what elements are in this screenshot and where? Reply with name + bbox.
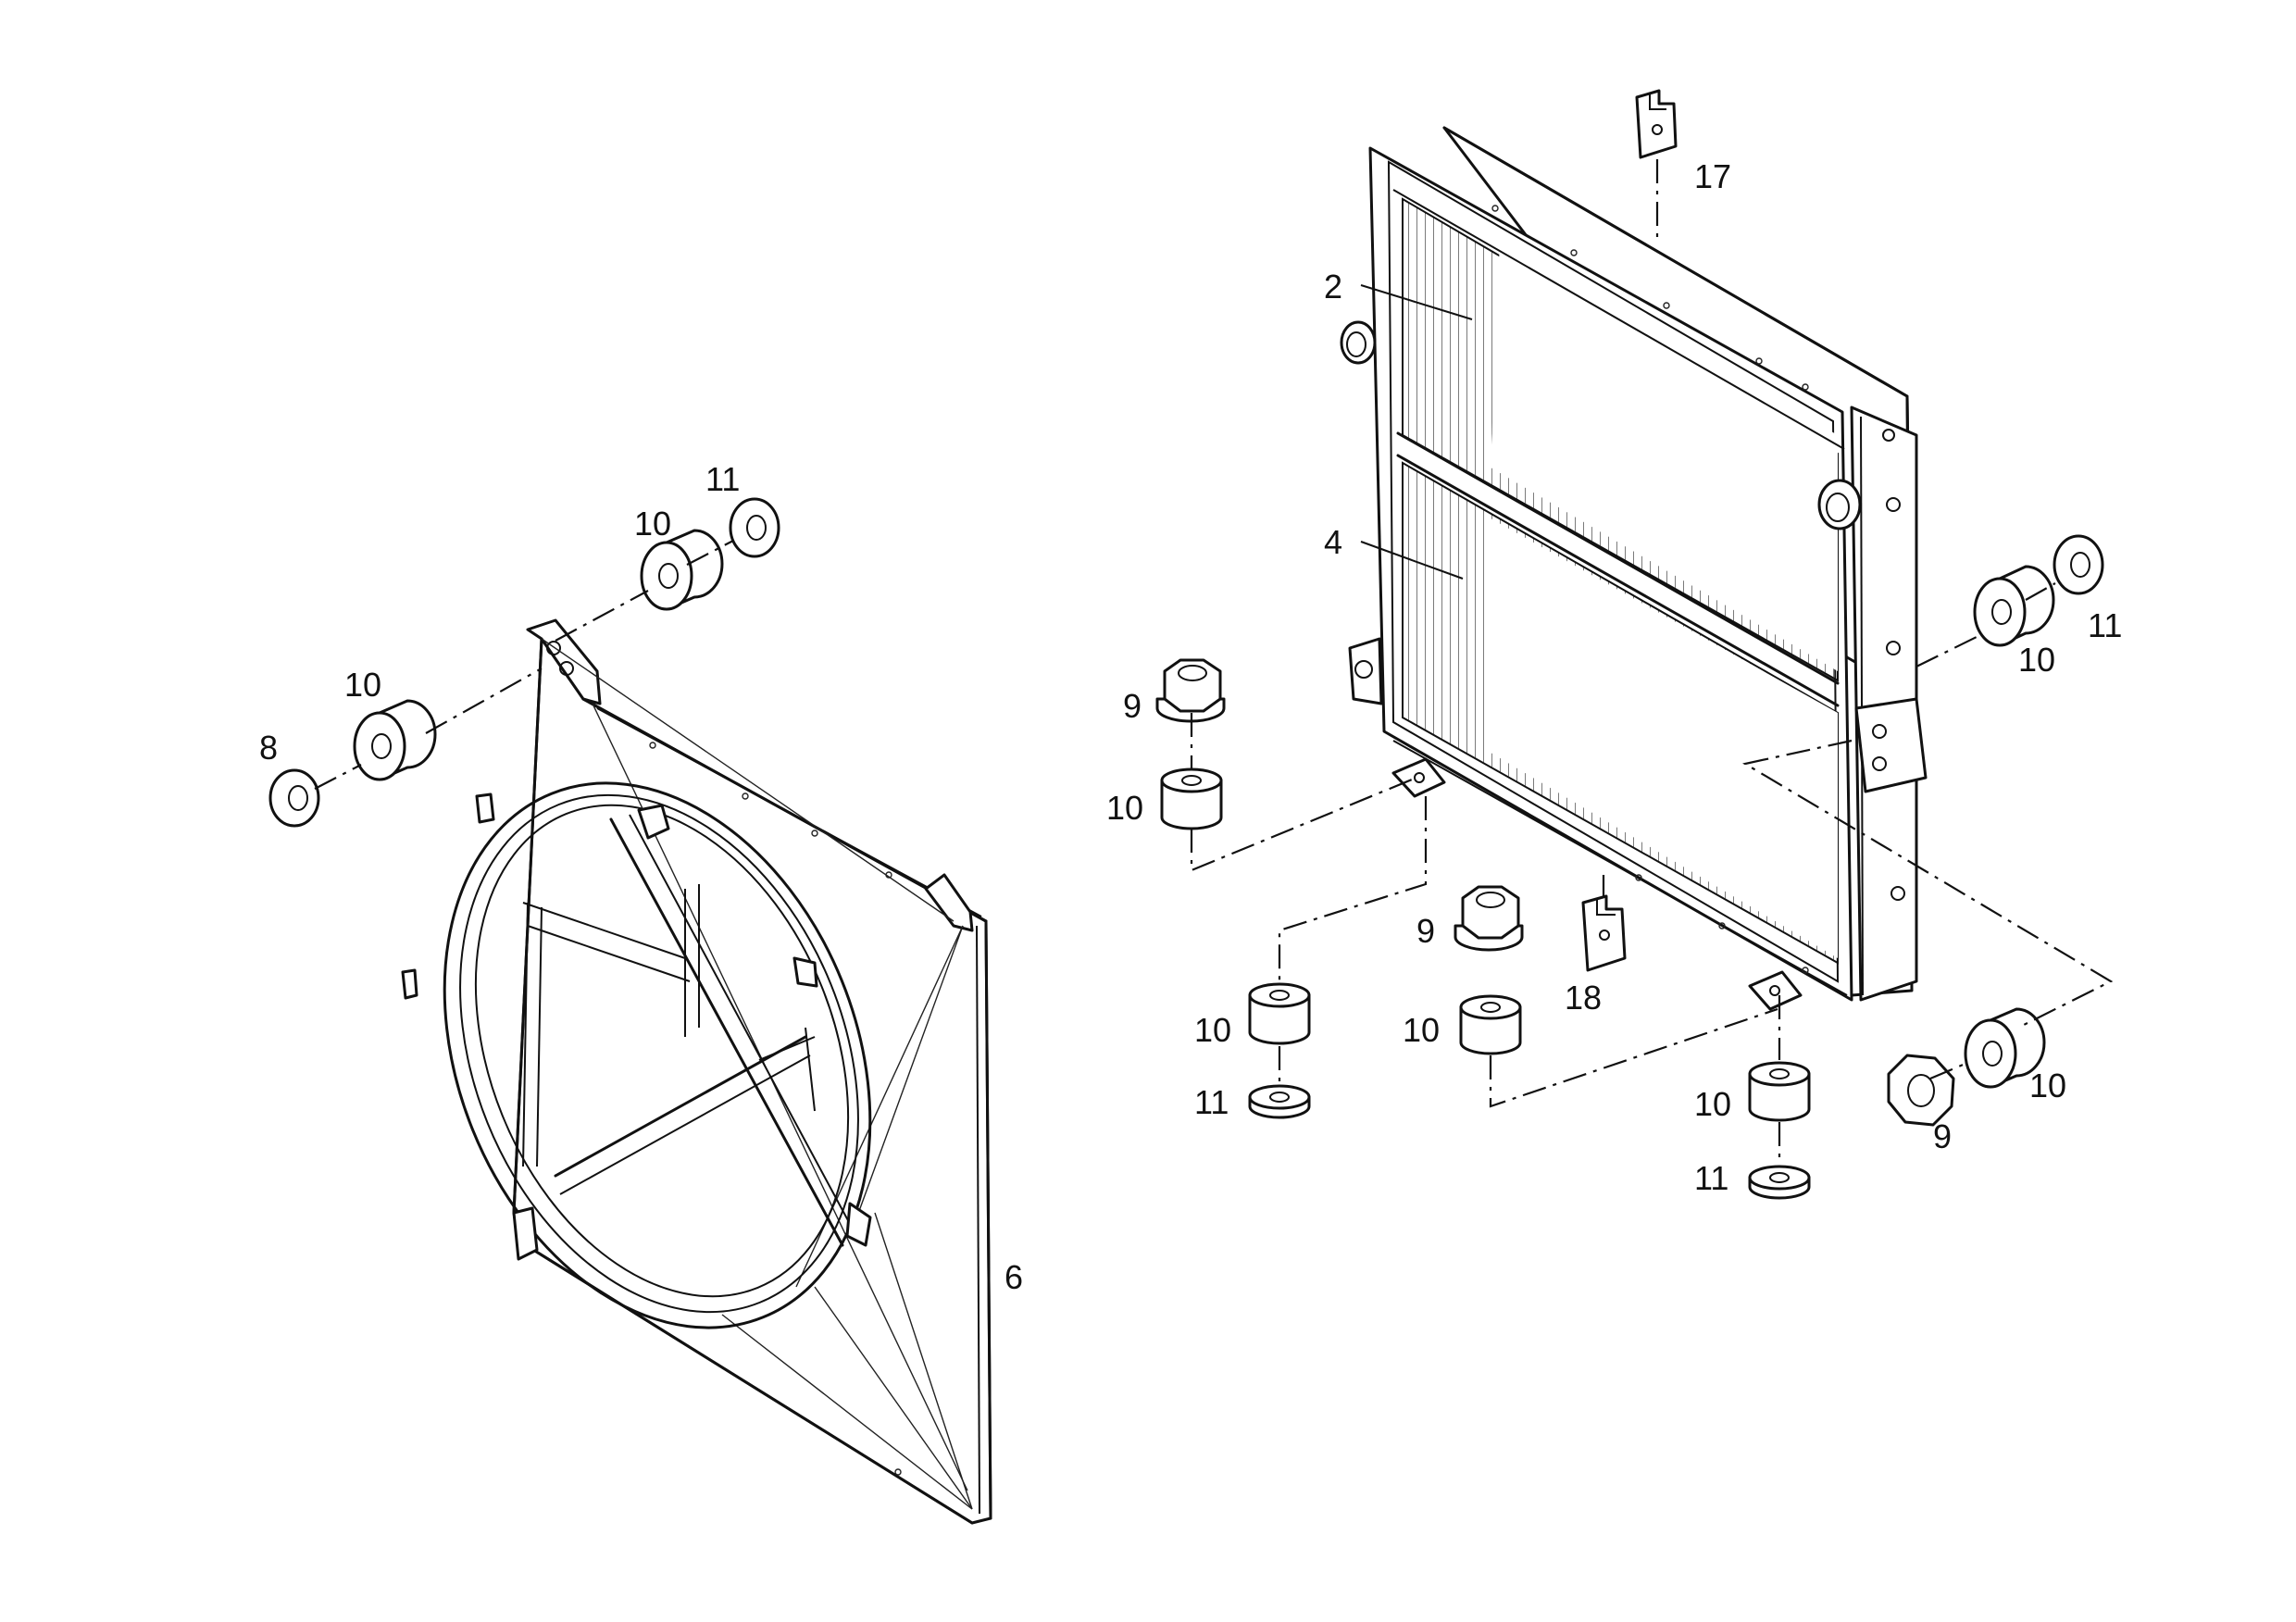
clip-17 [1635,89,1678,159]
bushing-10-e [1964,1007,2046,1089]
label-11-upper: 11 [705,460,740,498]
label-11-d: 11 [1694,1159,1728,1197]
bushing-10-right [1973,565,2055,647]
bushing-10-upper [640,529,724,611]
clip-18 [1581,894,1627,972]
label-10-a: 10 [1106,789,1143,827]
radiator-assembly [1340,126,1928,1011]
bushing-10-b [1248,982,1311,1045]
hardware-group [268,497,2104,1200]
part-labels: 2 4 6 8 10 10 11 17 9 10 9 18 10 10 11 1… [259,157,2122,1296]
nut-9-middle [1454,885,1524,952]
label-8: 8 [259,729,278,767]
bushing-10-c [1459,994,1522,1055]
washer-8 [268,768,320,828]
washer-11-b [1248,1084,1311,1119]
washer-11-d [1748,1165,1811,1200]
label-10-d: 10 [1694,1085,1731,1123]
label-11-b: 11 [1194,1083,1229,1121]
label-2: 2 [1324,268,1342,306]
label-10-left: 10 [344,666,381,704]
washer-11-right [2053,534,2104,595]
label-9-lower: 9 [1933,1117,1952,1155]
bushing-10-a [1160,767,1223,830]
nut-9-upper [1155,658,1226,723]
nut-9-lower [1887,1054,1955,1127]
label-10-c: 10 [1403,1011,1440,1049]
label-10-upper: 10 [634,505,671,543]
washer-11-left [729,497,780,558]
label-11-right: 11 [2088,606,2122,644]
label-9-upper: 9 [1123,687,1142,725]
fan-shroud [401,618,992,1525]
leaders [1360,284,1473,580]
bushing-10-d [1748,1061,1811,1122]
assembly-lines [314,159,2114,1165]
label-10-e: 10 [2029,1067,2066,1104]
label-9-middle: 9 [1416,912,1435,950]
label-4: 4 [1324,523,1342,561]
label-17: 17 [1694,157,1731,195]
bushing-10-left [353,699,437,781]
label-18: 18 [1565,979,1602,1017]
label-10-right: 10 [2018,641,2055,679]
label-6: 6 [1004,1258,1023,1296]
label-10-b: 10 [1194,1011,1231,1049]
